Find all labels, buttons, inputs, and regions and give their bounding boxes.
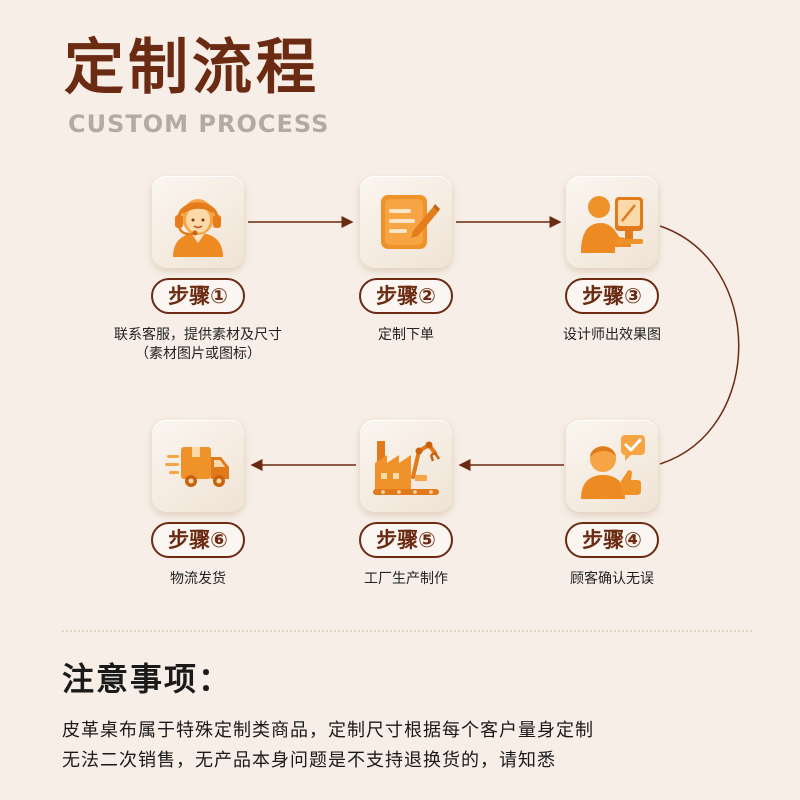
notes-line-1: 皮革桌布属于特殊定制类商品，定制尺寸根据每个客户量身定制 [62, 720, 594, 741]
step-4-desc-line1: 顾客确认无误 [570, 571, 654, 587]
step-3-desc-line1: 设计师出效果图 [563, 327, 661, 343]
step-5: 步骤⑤ 工厂生产制作 [286, 420, 526, 589]
step-1-badge: 步骤① [151, 278, 245, 314]
step-6-description: 物流发货 [78, 570, 318, 589]
step-2: 步骤② 定制下单 [286, 176, 526, 345]
step-6-badge: 步骤⑥ [151, 522, 245, 558]
notes-line-2: 无法二次销售，无产品本身问题是不支持退换货的，请知悉 [62, 750, 556, 771]
step-2-description: 定制下单 [286, 326, 526, 345]
step-3-badge: 步骤③ [565, 278, 659, 314]
step-2-badge: 步骤② [359, 278, 453, 314]
step-5-tile [360, 420, 452, 512]
arc-step3-to-step4 [659, 225, 740, 465]
step-1-desc-line1: 联系客服，提供素材及尺寸 [114, 327, 282, 343]
page-title: 定制流程 [64, 33, 320, 103]
step-2-desc-line1: 定制下单 [378, 327, 434, 343]
step-1-desc-line2: （素材图片或图标） [135, 346, 261, 362]
section-divider [62, 630, 752, 632]
delivery-truck-icon [165, 447, 229, 487]
step-5-description: 工厂生产制作 [286, 570, 526, 589]
designer-computer-icon [581, 196, 643, 253]
step-5-badge: 步骤⑤ [359, 522, 453, 558]
notes-title: 注意事项： [62, 660, 233, 698]
order-form-icon [381, 195, 440, 249]
step-3-tile [566, 176, 658, 268]
factory-icon [373, 441, 441, 495]
step-1-tile [152, 176, 244, 268]
step-2-tile [360, 176, 452, 268]
step-3: 步骤③ 设计师出效果图 [492, 176, 732, 345]
step-1: 步骤① 联系客服，提供素材及尺寸 （素材图片或图标） [78, 176, 318, 364]
step-4-badge: 步骤④ [565, 522, 659, 558]
page-subtitle: CUSTOM PROCESS [68, 110, 330, 138]
step-3-description: 设计师出效果图 [492, 326, 732, 345]
step-5-desc-line1: 工厂生产制作 [364, 571, 448, 587]
customer-service-icon [173, 199, 223, 257]
step-4: 步骤④ 顾客确认无误 [492, 420, 732, 589]
step-6: 步骤⑥ 物流发货 [78, 420, 318, 589]
step-6-tile [152, 420, 244, 512]
step-1-description: 联系客服，提供素材及尺寸 （素材图片或图标） [78, 326, 318, 364]
step-4-tile [566, 420, 658, 512]
customer-approve-icon [581, 435, 645, 499]
step-4-description: 顾客确认无误 [492, 570, 732, 589]
step-6-desc-line1: 物流发货 [170, 571, 226, 587]
